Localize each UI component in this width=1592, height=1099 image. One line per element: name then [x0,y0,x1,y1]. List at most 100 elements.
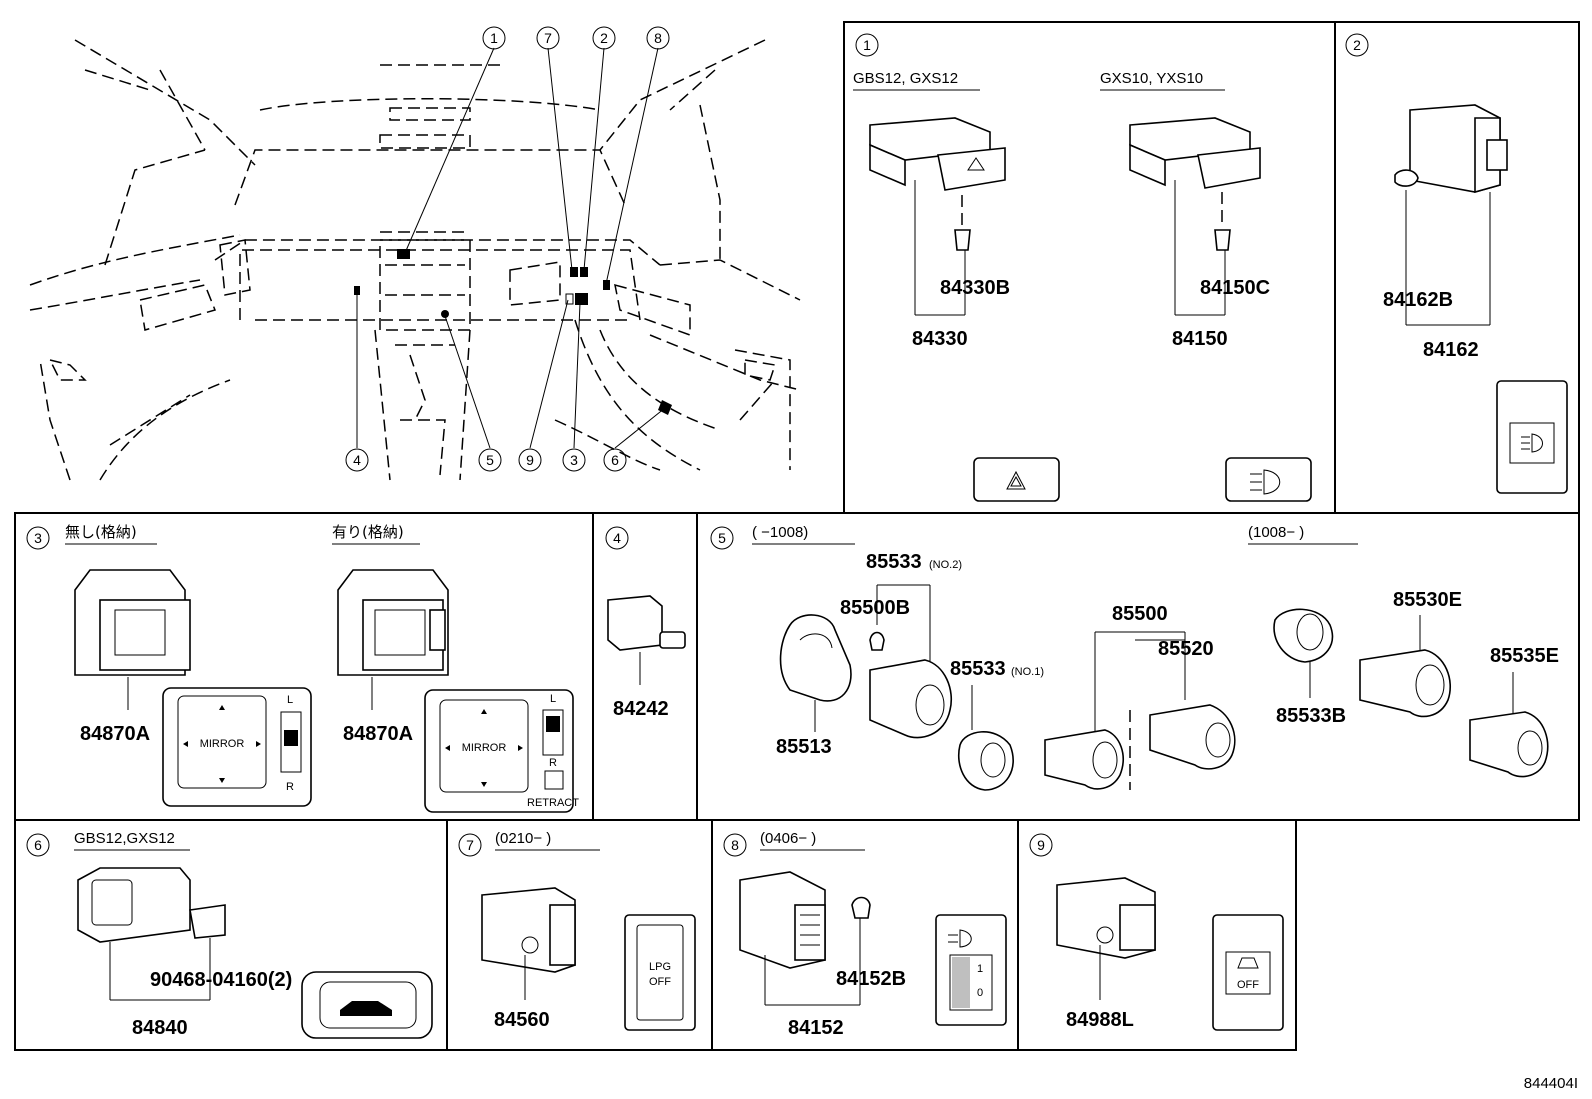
bulb-85500b [869,631,885,651]
svg-text:5: 5 [718,530,726,546]
panel-7: 7 (0210− ) 84560 LPG OFF [446,819,713,1051]
svg-text:84560: 84560 [494,1009,550,1031]
svg-text:(1008− ): (1008− ) [1248,524,1304,541]
svg-text:(NO.1): (NO.1) [1011,666,1044,678]
lpg-switch-84560 [481,887,576,973]
svg-text:(NO.2): (NO.2) [929,559,962,571]
headlight-leveling-switch-84152 [739,871,871,969]
panel-3: 3 無し(格納) 有り(格納) 84870A MIRROR L R [14,512,594,821]
socket-85500 [1044,729,1124,790]
panel-2: 2 84162B 84162 [1334,21,1580,514]
mirror-control-plate-left: MIRROR L R [162,687,312,807]
svg-text:L: L [287,694,293,706]
callout-3: 3 [562,448,586,472]
trunk-open-icon [301,971,433,1039]
svg-text:9: 9 [1037,837,1045,853]
svg-text:85530E: 85530E [1393,589,1462,611]
marker-1 [397,249,410,259]
svg-text:3: 3 [34,530,42,546]
panel-6: 6 GBS12,GXS12 90468-04160(2) 84840 [14,819,448,1051]
svg-text:無し(格納): 無し(格納) [65,523,137,541]
svg-text:L: L [550,693,556,705]
svg-text:8: 8 [654,30,662,46]
socket-85530e [1359,649,1452,718]
svg-text:84330: 84330 [912,328,968,350]
marker-9 [565,293,574,305]
trc-off-switch-84988l [1056,877,1156,959]
svg-text:OFF: OFF [1237,979,1259,991]
svg-text:MIRROR: MIRROR [462,742,507,754]
svg-text:84840: 84840 [132,1017,188,1039]
lighter-85520 [1149,704,1236,770]
svg-text:85500B: 85500B [840,597,910,619]
marker-7 [570,267,578,277]
svg-text:2: 2 [1353,37,1361,53]
panel-9: 9 84988L OFF [1017,819,1297,1051]
ring-85533-no1 [958,731,1014,791]
marker-5 [441,310,449,318]
panel-8: 8 (0406− ) 84152B 84152 1 0 [711,819,1019,1051]
hazard-switch-84330 [869,117,1006,316]
callout-1: 1 [482,26,506,50]
svg-text:1: 1 [977,963,983,975]
lighter-85535e [1469,711,1549,778]
svg-text:84162: 84162 [1423,339,1479,361]
svg-text:7: 7 [466,837,474,853]
svg-text:GBS12, GXS12: GBS12, GXS12 [853,70,958,87]
svg-text:9: 9 [526,452,534,468]
lpg-off-plate: LPG OFF [624,914,696,1031]
svg-text:85520: 85520 [1158,638,1214,660]
svg-text:8: 8 [731,837,739,853]
svg-text:84242: 84242 [613,698,669,720]
panel-4: 4 84242 [592,512,698,821]
svg-text:84988L: 84988L [1066,1009,1134,1031]
fog-light-icon [1496,380,1568,494]
svg-text:R: R [286,781,294,793]
svg-text:GXS10, YXS10: GXS10, YXS10 [1100,70,1203,87]
marker-2 [580,267,588,277]
socket-85533-no2 [869,659,952,739]
svg-text:OFF: OFF [649,976,671,988]
callout-7: 7 [536,26,560,50]
panel-5: 5 ( −1008) (1008− ) 85533 (NO.2) 85500B … [696,512,1580,821]
svg-text:0: 0 [977,987,983,999]
marker-3 [575,293,588,305]
svg-text:( −1008): ( −1008) [752,524,808,541]
svg-text:(0210− ): (0210− ) [495,830,551,847]
figure-code: 844404I [1524,1075,1578,1092]
callout-4: 4 [345,448,369,472]
svg-text:1: 1 [490,30,498,46]
svg-text:R: R [549,757,557,769]
svg-text:1: 1 [863,37,871,53]
headlight-leveling-icon: 1 0 [935,914,1007,1026]
marker-8 [603,280,610,290]
svg-text:LPG: LPG [649,961,671,973]
callout-8: 8 [646,26,670,50]
socket-holder-85513 [779,614,852,702]
svg-text:85500: 85500 [1112,603,1168,625]
callout-2: 2 [592,26,616,50]
svg-text:(0406− ): (0406− ) [760,830,816,847]
mirror-control-plate-right: MIRROR L R RETRACT [424,689,579,813]
svg-text:4: 4 [353,452,361,468]
interior-overview: 1 7 2 8 4 5 9 3 6 [29,26,801,481]
svg-text:84150: 84150 [1172,328,1228,350]
svg-text:85533B: 85533B [1276,705,1346,727]
callout-6: 6 [603,448,627,472]
svg-text:6: 6 [611,452,619,468]
svg-text:6: 6 [34,837,42,853]
svg-text:4: 4 [613,530,621,546]
callout-5: 5 [478,448,502,472]
panel-1: 1 GBS12, GXS12 GXS10, YXS10 84330B 84330 [843,21,1336,514]
ring-85533b [1273,608,1334,663]
svg-text:2: 2 [600,30,608,46]
svg-text:84870A: 84870A [343,723,413,745]
svg-text:RETRACT: RETRACT [527,797,579,809]
svg-text:7: 7 [544,30,552,46]
fog-light-icon [1225,457,1312,502]
svg-text:5: 5 [486,452,494,468]
svg-text:85535E: 85535E [1490,645,1559,667]
mirror-switch-left [74,569,191,710]
svg-text:84870A: 84870A [80,723,150,745]
